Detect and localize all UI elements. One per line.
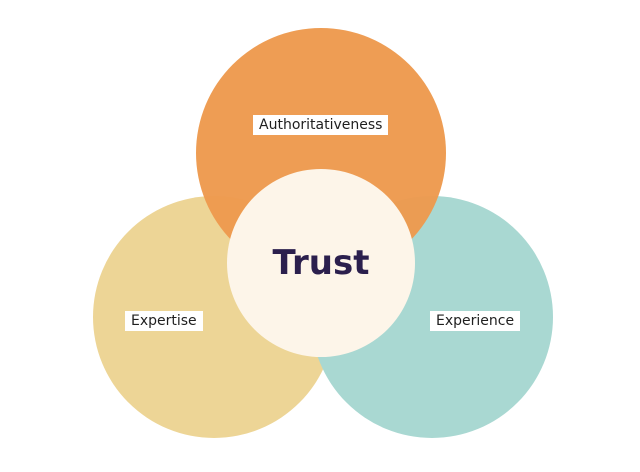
authoritativeness-label: Authoritativeness [253,115,389,135]
experience-label: Experience [430,311,521,331]
trust-circle [227,169,415,357]
trust-label: Trust [272,243,370,283]
expertise-label: Expertise [125,311,203,331]
